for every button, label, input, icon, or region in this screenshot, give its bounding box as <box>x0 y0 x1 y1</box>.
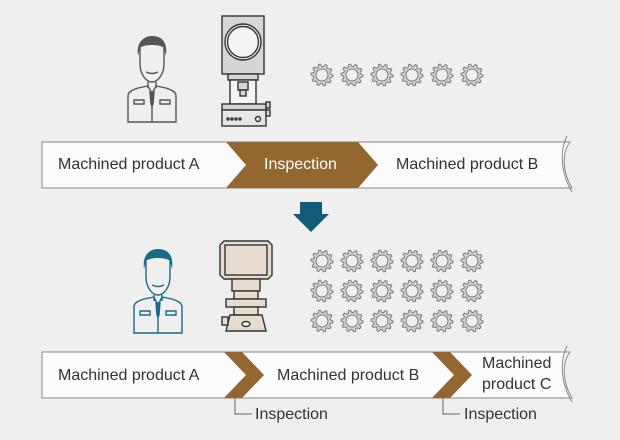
inspection-label-2: Inspection <box>464 406 537 423</box>
inspection-leader-2 <box>442 392 460 415</box>
gear-icon <box>370 279 394 303</box>
gear-icon <box>310 309 334 333</box>
gear-icon <box>310 249 334 273</box>
gear-icon <box>370 249 394 273</box>
inspection-leader-1 <box>234 392 252 415</box>
gear-grid-after <box>310 249 484 333</box>
flow-before-step-product-b: Machined product B <box>396 156 539 173</box>
profile-projector-icon <box>221 15 271 127</box>
gear-icon <box>430 279 454 303</box>
gear-row-before <box>310 63 484 87</box>
inspection-chevron-1 <box>224 352 264 398</box>
gear-icon <box>370 309 394 333</box>
flow-before-step-product-a: Machined product A <box>58 156 200 173</box>
flow-bar-after <box>41 345 573 415</box>
gear-icon <box>310 279 334 303</box>
flow-after-step-product-c-line2: product C <box>482 376 552 393</box>
inspection-chevron-2 <box>432 352 472 398</box>
gear-icon <box>460 63 484 87</box>
gear-icon <box>400 249 424 273</box>
gear-icon <box>340 249 364 273</box>
gear-icon <box>310 63 334 87</box>
flow-bar-before <box>41 135 573 193</box>
inspection-label-1: Inspection <box>255 406 328 423</box>
flow-after-step-product-b: Machined product B <box>277 367 420 384</box>
gear-icon <box>430 249 454 273</box>
flow-after-step-product-a: Machined product A <box>58 367 200 384</box>
flow-before-step-inspection: Inspection <box>264 156 337 173</box>
gear-icon <box>400 279 424 303</box>
flow-after-step-product-c-line1: Machined <box>482 355 552 372</box>
worker-icon <box>133 249 183 334</box>
gear-icon <box>400 63 424 87</box>
arrow-down-icon <box>293 202 329 232</box>
gear-icon <box>400 309 424 333</box>
worker-icon <box>127 36 177 123</box>
gear-icon <box>340 63 364 87</box>
gear-icon <box>460 279 484 303</box>
gear-icon <box>430 63 454 87</box>
gear-icon <box>370 63 394 87</box>
gear-icon <box>340 309 364 333</box>
measuring-system-icon <box>219 240 273 332</box>
gear-icon <box>460 309 484 333</box>
inspection-chevron <box>226 142 378 188</box>
gear-icon <box>460 249 484 273</box>
gear-icon <box>340 279 364 303</box>
gear-icon <box>430 309 454 333</box>
